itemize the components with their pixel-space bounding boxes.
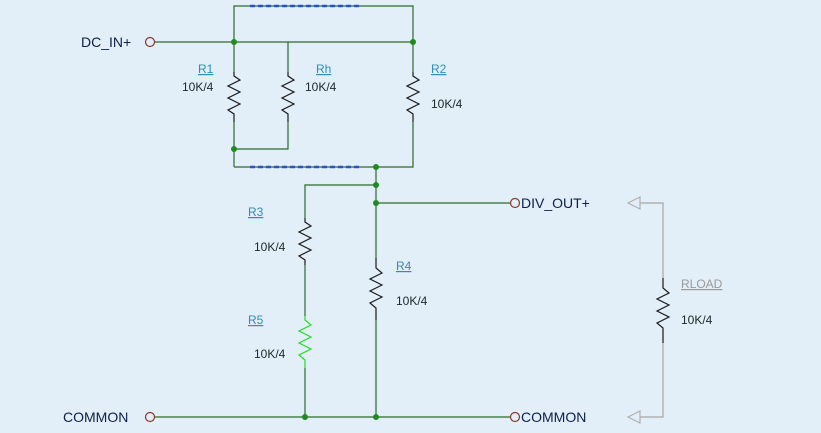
junction-dot — [373, 182, 379, 188]
junctions — [231, 39, 416, 420]
value-r3: 10K/4 — [254, 240, 286, 254]
junction-dot — [231, 39, 237, 45]
refdes-rload[interactable]: RLOAD — [681, 277, 723, 291]
refdes-r2[interactable]: R2 — [431, 62, 447, 76]
resistor-rload-symbol[interactable] — [655, 278, 671, 343]
port-label-div-out[interactable]: DIV_OUT+ — [521, 195, 590, 211]
refdes-r4[interactable]: R4 — [396, 259, 412, 273]
resistor-rh-symbol[interactable] — [280, 72, 296, 122]
port-dc-in-connector[interactable] — [144, 36, 156, 48]
wire-r2-bot — [234, 122, 414, 168]
value-r4: 10K/4 — [396, 294, 428, 308]
wires — [155, 5, 511, 418]
port-label-common-right[interactable]: COMMON — [521, 409, 586, 425]
junction-dot — [410, 39, 416, 45]
port-label-common-left[interactable]: COMMON — [63, 409, 128, 425]
value-r2: 10K/4 — [431, 97, 463, 111]
refdes-rh[interactable]: Rh — [316, 62, 331, 76]
junction-dot — [302, 414, 308, 420]
load-port-bottom-arrow-icon — [626, 410, 641, 424]
load-wires — [640, 202, 664, 418]
wire-load-bot — [640, 343, 664, 418]
junction-dot — [373, 200, 379, 206]
junction-dot — [373, 414, 379, 420]
refdes-r1[interactable]: R1 — [198, 62, 214, 76]
wire-rh-bot — [234, 122, 289, 150]
port-label-dc-in[interactable]: DC_IN+ — [81, 34, 131, 50]
junction-dot — [373, 164, 379, 170]
refdes-r5[interactable]: R5 — [248, 313, 264, 327]
junction-dot — [231, 146, 237, 152]
resistor-r5-symbol[interactable] — [297, 316, 313, 368]
wire-r3-top — [304, 184, 376, 218]
value-rh: 10K/4 — [305, 80, 337, 94]
value-r1: 10K/4 — [182, 80, 214, 94]
port-common-left-connector[interactable] — [144, 411, 156, 423]
refdes-r3[interactable]: R3 — [248, 205, 264, 219]
load-port-top-arrow-icon — [626, 196, 641, 210]
wire-top-loop — [233, 5, 414, 42]
value-r5: 10K/4 — [254, 347, 286, 361]
resistor-r4-symbol[interactable] — [368, 258, 384, 320]
value-rload: 10K/4 — [681, 313, 713, 327]
wire-load-top — [640, 202, 664, 278]
resistor-r2-symbol[interactable] — [405, 72, 421, 122]
port-div-out-connector[interactable] — [509, 197, 521, 209]
port-common-right-connector[interactable] — [509, 411, 521, 423]
resistor-r3-symbol[interactable] — [297, 218, 313, 265]
resistor-r1-symbol[interactable] — [226, 72, 242, 122]
